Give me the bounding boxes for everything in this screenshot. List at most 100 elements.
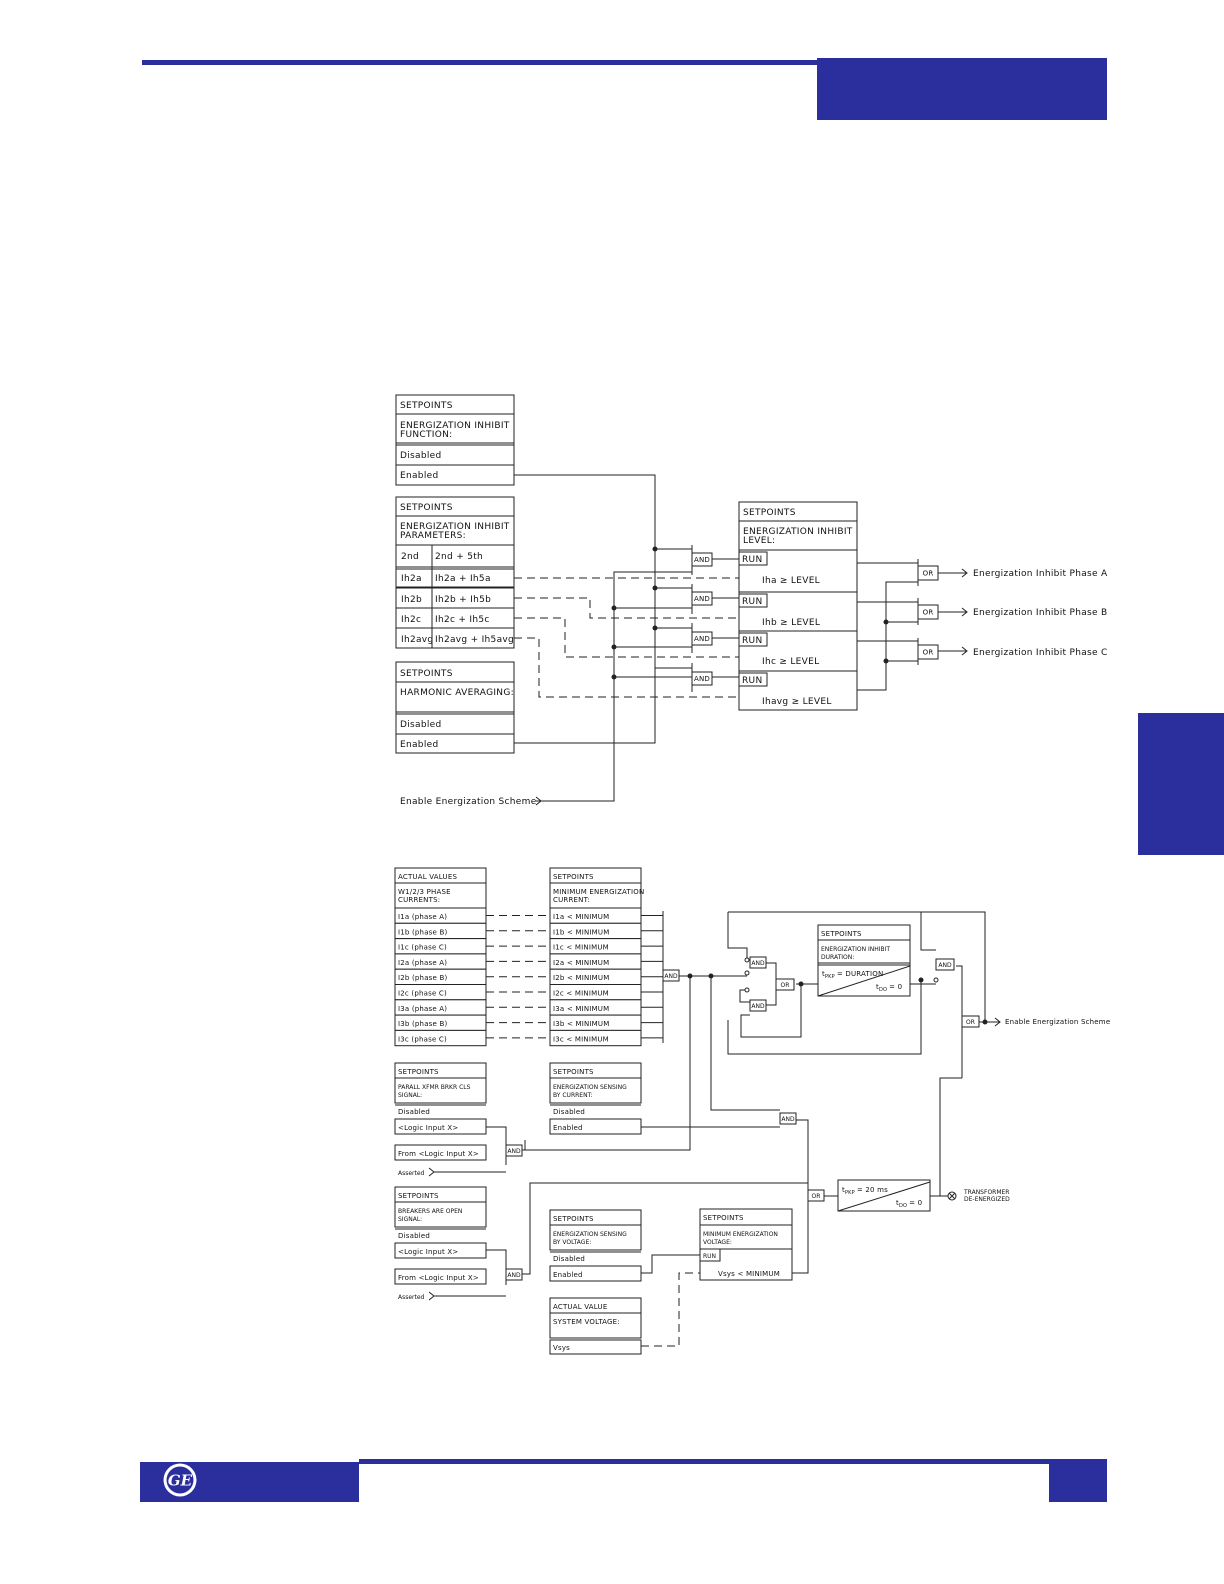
parall-opt-logic: <Logic Input X>: [398, 1124, 458, 1132]
breakers-title-2: SIGNAL:: [398, 1216, 422, 1223]
minvolt-title-2: VOLTAGE:: [703, 1239, 732, 1246]
breakers-opt-logic: <Logic Input X>: [398, 1248, 458, 1256]
params-row-value: Ih2c + Ih5c: [435, 615, 490, 625]
header-rule: [142, 60, 818, 65]
current-value: I2c (phase C): [398, 990, 447, 998]
arrow-icon: [961, 607, 968, 617]
sysvolt-value: Vsys: [553, 1344, 570, 1352]
parall-title-2: SIGNAL:: [398, 1092, 422, 1099]
duration-title: ENERGIZATION INHIBIT: [821, 946, 890, 953]
invert-bubble: [744, 987, 750, 993]
params-row-key: Ih2avg: [401, 635, 433, 645]
params-row-value: Ih2a + Ih5a: [435, 574, 491, 584]
timer-dropout: tDO= 0: [896, 1199, 922, 1209]
sensecur-opt-enabled: Enabled: [553, 1124, 583, 1132]
level-title: ENERGIZATION INHIBIT: [743, 527, 853, 537]
params-setpoint-box: [395, 496, 515, 546]
params-row-value: 2nd + 5th: [435, 552, 483, 562]
arrow-icon: [535, 796, 542, 806]
output-phase-c: Energization Inhibit Phase C: [973, 648, 1108, 658]
duration-head: SETPOINTS: [821, 930, 862, 938]
from-input-2: [394, 1268, 487, 1285]
asserted-2: Asserted: [398, 1294, 425, 1301]
invert-bubble: [744, 970, 750, 976]
or-gate-output-label: OR: [966, 1019, 975, 1026]
sensecur-title-2: BY CURRENT:: [553, 1092, 593, 1099]
current-row: [394, 1029, 487, 1047]
footer-rule: [359, 1459, 1049, 1464]
currents-title-2: CURRENTS:: [398, 896, 440, 904]
run-label: RUN: [742, 676, 762, 686]
transformer-label: TRANSFORMER: [963, 1189, 1009, 1196]
and-gate-duration-label: AND: [938, 962, 952, 969]
func-title-2: FUNCTION:: [400, 430, 452, 440]
params-head: SETPOINTS: [400, 503, 453, 513]
breakers-box: [394, 1186, 487, 1228]
parall-head: SETPOINTS: [398, 1068, 439, 1076]
and-gate-latch-2: [749, 999, 767, 1012]
or-gate-deenergized-label: OR: [812, 1193, 821, 1200]
minvolt-run-label: RUN: [703, 1253, 716, 1260]
current-value: I1b (phase B): [398, 928, 447, 936]
from-logic-2: From <Logic Input X>: [398, 1274, 479, 1282]
harm-opt-enabled-row: [395, 733, 515, 754]
arrow-icon: [994, 1017, 1001, 1027]
current-value: I1a (phase A): [398, 913, 447, 921]
and-gate-currents-label: AND: [664, 973, 678, 980]
func-opt-disabled: Disabled: [400, 451, 442, 461]
run-input: [738, 593, 768, 608]
params-title: ENERGIZATION INHIBIT: [400, 522, 510, 532]
params-row-key: Ih2b: [401, 595, 422, 605]
from-input-1: [394, 1144, 487, 1161]
mincur-compare: I2b < MINIMUM: [553, 974, 609, 982]
func-setpoint-box: [395, 394, 515, 466]
and-gate-sensecur: [779, 1112, 797, 1125]
and-gate-2-label: AND: [694, 635, 710, 643]
params-row-key: Ih2c: [401, 615, 421, 625]
sensecur-title: ENERGIZATION SENSING: [553, 1084, 627, 1091]
mincur-box: [549, 867, 642, 909]
mincur-compare: I3c < MINIMUM: [553, 1035, 609, 1043]
sensecur-opt-row: [549, 1118, 642, 1135]
mincur-title: MINIMUM ENERGIZATION: [553, 888, 644, 896]
run-label: RUN: [742, 597, 762, 607]
sensevolt-head: SETPOINTS: [553, 1215, 594, 1223]
level-compare: Iha ≥ LEVEL: [762, 576, 820, 586]
current-value: I2b (phase B): [398, 974, 447, 982]
and-gate-1-label: AND: [694, 595, 710, 603]
current-value: I3a (phase A): [398, 1005, 447, 1013]
and-gate-parall-label: AND: [507, 1148, 521, 1155]
params-row-key: Ih2a: [401, 574, 422, 584]
sysvolt-head: ACTUAL VALUE: [553, 1303, 608, 1311]
sysvolt-box: [549, 1297, 642, 1339]
enable-scheme-input: Enable Energization Scheme: [400, 797, 537, 807]
params-row: [395, 627, 515, 649]
and-gate-currents: [662, 969, 680, 982]
invert-bubble: [933, 977, 939, 983]
logo-text: GE: [168, 1472, 193, 1490]
sensevolt-opt-enabled: Enabled: [553, 1271, 583, 1279]
parall-box: [394, 1062, 487, 1104]
and-gate-breakers: [505, 1268, 523, 1281]
from-logic-1: From <Logic Input X>: [398, 1150, 479, 1158]
mincur-compare: I1c < MINIMUM: [553, 944, 609, 952]
breakers-title: BREAKERS ARE OPEN: [398, 1208, 462, 1215]
parall-opt-disabled: Disabled: [398, 1108, 430, 1116]
currents-head: ACTUAL VALUES: [398, 873, 457, 881]
parall-opt-row: [394, 1118, 487, 1135]
and-gate-duration: [935, 958, 955, 971]
sensevolt-opt-row: [549, 1265, 642, 1282]
arrow-icon: [428, 1291, 435, 1301]
ge-monogram-logo: GE: [163, 1463, 197, 1497]
run-input: [738, 551, 768, 566]
params-row-value: Ih2avg + Ih5avg: [435, 635, 514, 645]
harm-setpoint-box: [395, 661, 515, 735]
mincur-compare: I3b < MINIMUM: [553, 1020, 609, 1028]
sensevolt-title: ENERGIZATION SENSING: [553, 1231, 627, 1238]
invert-bubble: [744, 957, 750, 963]
or-gate-latch-label: OR: [781, 982, 790, 989]
or-gate-output: [961, 1015, 980, 1028]
enable-scheme-output: Enable Energization Scheme: [1005, 1018, 1110, 1026]
asserted-1: Asserted: [398, 1170, 425, 1177]
sysvolt-row: [549, 1339, 642, 1355]
